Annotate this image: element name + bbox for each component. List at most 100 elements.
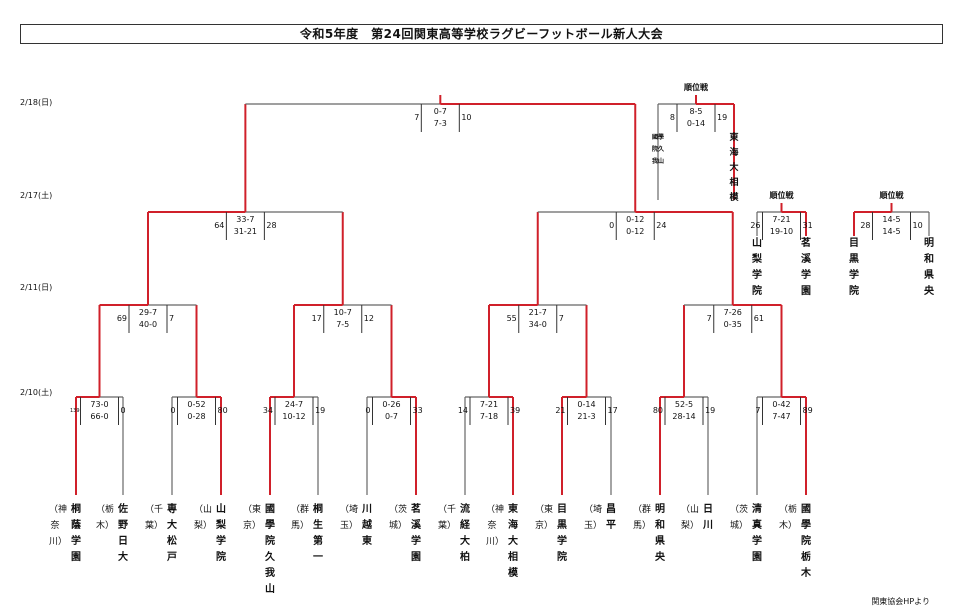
round1-match-6-half2-score: 21-3 <box>577 412 596 421</box>
placement-match-3-left-points: 28 <box>860 221 871 230</box>
team-name: 桐蔭学園 <box>71 504 81 563</box>
team-prefecture: （千葉） <box>145 505 164 531</box>
round1-match-8-half1-score: 0-42 <box>772 400 791 409</box>
semifinal-match-1-left-points: 64 <box>214 221 225 230</box>
team-name: 國學院久我山 <box>265 504 275 595</box>
round1-match-8-half2-score: 7-47 <box>772 412 791 421</box>
team-prefecture: （山梨） <box>681 505 700 531</box>
placement-match-1-half1-score: 8-5 <box>689 107 703 116</box>
round1-match-7-half1-score: 52-5 <box>674 400 694 409</box>
placement-match-2-right-points: 31 <box>802 221 813 230</box>
team-name: 茗溪学園 <box>411 504 421 563</box>
team-prefecture: （埼玉） <box>340 505 359 531</box>
quarterfinal-match-2-right-points: 12 <box>363 314 374 323</box>
team-prefecture: （東京） <box>243 505 262 531</box>
team-name: 明和県央 <box>655 504 665 563</box>
round1-match-4-right-points: 33 <box>412 406 423 415</box>
team-name: 専大松戸 <box>167 504 177 563</box>
round1-match-4-left-points: 0 <box>365 406 371 415</box>
round1-match-8-right-points: 89 <box>802 406 813 415</box>
round1-match-2-left-points: 0 <box>170 406 176 415</box>
round1-match-1-right-points: 0 <box>120 406 126 415</box>
final-match-right-points: 10 <box>461 113 472 122</box>
placement-right-team: 茗溪学園 <box>801 238 811 297</box>
quarterfinal-match-3-half2-score: 34-0 <box>528 320 547 329</box>
tournament-title: 令和5年度 第24回関東高等学校ラグビーフットボール新人大会 <box>20 24 943 44</box>
quarterfinal-match-1-half1-score: 29-7 <box>138 308 158 317</box>
placement-label: 順位戦 <box>769 191 794 200</box>
placement-match-2-half2-score: 19-10 <box>769 227 794 236</box>
placement-match-1-half2-score: 0-14 <box>686 119 706 128</box>
team-prefecture: （山梨） <box>194 505 213 531</box>
placement-right-team: 東海大相模 <box>729 133 739 203</box>
round1-match-7-left-points: 80 <box>652 406 663 415</box>
placement-left-team: 目黒学院 <box>849 238 859 297</box>
team-prefecture: （茨城） <box>389 505 408 531</box>
placement-left-team: 國學院久我山 <box>651 134 664 165</box>
final-match-left-points: 7 <box>414 113 420 122</box>
quarterfinal-match-3-half1-score: 21-7 <box>528 308 547 317</box>
semifinal-match-2-left-points: 0 <box>609 221 615 230</box>
team-name: 山梨学院 <box>216 504 226 563</box>
team-name: 清真学園 <box>752 504 762 563</box>
placement-label: 順位戦 <box>684 83 708 92</box>
team-prefecture: （茨城） <box>730 505 749 531</box>
placement-label: 順位戦 <box>879 191 904 200</box>
team-name: 國學院栃木 <box>801 504 811 579</box>
round1-match-3-half1-score: 24-7 <box>284 400 304 409</box>
final-match-half2-score: 7-3 <box>433 119 447 128</box>
round1-match-5-half1-score: 7-21 <box>479 400 499 409</box>
team-name: 目黒学院 <box>557 504 567 563</box>
semifinal-match-2-half1-score: 0-12 <box>626 215 645 224</box>
quarterfinal-match-2-half2-score: 7-5 <box>336 320 350 329</box>
round1-match-4-half1-score: 0-26 <box>382 400 401 409</box>
quarterfinal-match-2-half1-score: 10-7 <box>333 308 352 317</box>
round1-match-2-half2-score: 0-28 <box>187 412 206 421</box>
team-prefecture: （千葉） <box>438 505 457 531</box>
team-prefecture: （東京） <box>535 505 554 531</box>
round1-match-1-half1-score: 73-0 <box>90 400 109 409</box>
placement-match-3-right-points: 10 <box>912 221 923 230</box>
placement-match-3-half1-score: 14-5 <box>882 215 901 224</box>
team-name: 佐野日大 <box>118 504 128 563</box>
quarterfinal-match-4-half1-score: 7-26 <box>723 308 742 317</box>
quarterfinal-match-1-right-points: 7 <box>169 314 175 323</box>
placement-match-1-right-points: 19 <box>717 113 728 122</box>
team-prefecture: （群馬） <box>291 505 310 531</box>
round1-match-5-half2-score: 7-18 <box>479 412 499 421</box>
round1-match-2-right-points: 80 <box>217 406 228 415</box>
team-prefecture: （神奈川） <box>49 505 68 547</box>
team-prefecture: （栃木） <box>96 505 115 531</box>
quarterfinal-match-1-half2-score: 40-0 <box>138 320 158 329</box>
quarterfinal-match-4-left-points: 7 <box>706 314 712 323</box>
placement-match-2-left-points: 26 <box>750 221 761 230</box>
placement-match-1-left-points: 8 <box>669 113 675 122</box>
round1-match-6-left-points: 21 <box>555 406 566 415</box>
round1-match-3-right-points: 19 <box>315 406 326 415</box>
round1-match-2-half1-score: 0-52 <box>187 400 206 409</box>
semifinal-match-2-right-points: 24 <box>656 221 667 230</box>
round1-match-6-right-points: 17 <box>607 406 618 415</box>
team-name: 東海大相模 <box>508 504 518 579</box>
placement-match-3-half2-score: 14-5 <box>882 227 901 236</box>
source-note: 関東協会HPより <box>871 597 930 606</box>
round1-match-6-half1-score: 0-14 <box>577 400 596 409</box>
round1-match-1-left-points: 139 <box>69 408 80 414</box>
semifinal-match-1-right-points: 28 <box>266 221 277 230</box>
round1-match-7-half2-score: 28-14 <box>672 412 696 421</box>
final-match-half1-score: 0-7 <box>433 107 447 116</box>
date-quarterfinal: 2/11(日) <box>20 283 53 292</box>
quarterfinal-match-1-left-points: 69 <box>116 314 127 323</box>
quarterfinal-match-3-right-points: 7 <box>558 314 564 323</box>
round1-match-8-left-points: 7 <box>755 406 761 415</box>
round1-match-5-right-points: 39 <box>510 406 521 415</box>
round1-match-3-left-points: 34 <box>262 406 273 415</box>
quarterfinal-match-2-left-points: 17 <box>311 314 322 323</box>
team-name: 流経大柏 <box>460 504 470 563</box>
semifinal-match-1-half2-score: 31-21 <box>233 227 257 236</box>
team-name: 川越東 <box>362 504 372 547</box>
team-prefecture: （埼玉） <box>584 505 603 531</box>
semifinal-match-2-half2-score: 0-12 <box>626 227 645 236</box>
quarterfinal-match-4-half2-score: 0-35 <box>723 320 742 329</box>
